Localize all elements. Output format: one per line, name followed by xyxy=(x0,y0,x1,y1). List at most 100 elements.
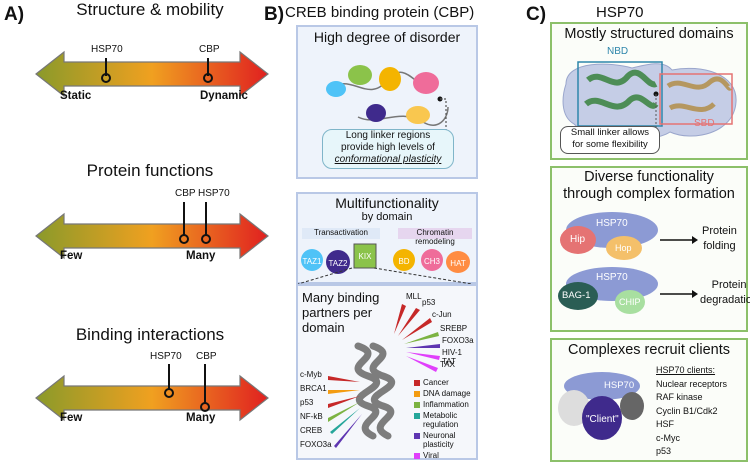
domain-label: TAZ2 xyxy=(328,259,348,268)
client-item: Cyclin B1/Cdk2 xyxy=(656,405,718,416)
client-heading: HSP70 clients: xyxy=(656,365,716,375)
hip-label: Hip xyxy=(570,234,586,245)
legend-label: Cancer xyxy=(423,378,449,387)
partners-title-line: Many binding xyxy=(302,290,380,305)
legend-item: Viral xyxy=(414,451,476,460)
binding-interactions-title: Binding interactions xyxy=(75,325,225,344)
hop-blob xyxy=(606,236,642,260)
note-line: provide high levels of xyxy=(341,142,435,153)
structured-title: Mostly structured domains xyxy=(564,26,734,42)
partner-label: p53 xyxy=(300,398,314,407)
cochaperone-blob xyxy=(558,390,590,426)
double-arrow-shape xyxy=(35,374,269,422)
axis-right-label: Many xyxy=(186,250,216,262)
partners-box: Many binding partners per domain MLL p53… xyxy=(296,284,478,460)
axis-left-label: Static xyxy=(60,90,92,102)
structured-domains-box: Mostly structured domains NBD SBD Small … xyxy=(550,22,748,160)
domain-label: KIX xyxy=(358,252,372,261)
axis-right-label: Dynamic xyxy=(200,90,248,102)
diverse-title-line: Diverse functionality xyxy=(584,169,714,185)
hsp70-label: HSP70 xyxy=(596,272,628,283)
partner-label: c-Myb xyxy=(300,370,322,379)
legend-label: Neuronal plasticity xyxy=(423,431,456,449)
client-item: HSF xyxy=(656,419,674,429)
disorder-box: High degree of disorder Long linker regi… xyxy=(296,25,478,179)
domain-blob xyxy=(379,67,401,91)
marker-label: CBP xyxy=(199,44,220,55)
legend-item: DNA damage xyxy=(414,389,476,398)
note-line: for some flexibility xyxy=(572,139,648,150)
domain-blob xyxy=(366,104,386,122)
domain-label: TAZ1 xyxy=(302,257,322,266)
legend-label: DNA damage xyxy=(423,389,471,398)
panel-b-title: CREB binding protein (CBP) xyxy=(285,4,475,21)
legend-item: Metabolic regulation xyxy=(414,411,476,429)
note-line: conformational plasticity xyxy=(334,154,442,165)
diverse-title: Diverse functionality through complex fo… xyxy=(552,169,746,203)
panel-a-letter: A) xyxy=(4,4,25,25)
clients-title: Complexes recruit clients xyxy=(568,342,730,358)
partners-title-line: domain xyxy=(302,320,345,335)
partner-label: FOXO3a xyxy=(442,336,474,345)
marker-label: HSP70 xyxy=(198,188,230,199)
linker-note: Small linker allows for some flexibility xyxy=(560,126,660,154)
marker-label: CBP xyxy=(175,188,196,199)
kix-partners-illustration xyxy=(328,304,440,448)
legend-swatch xyxy=(414,380,420,386)
hsp70-marker-dot xyxy=(164,388,174,398)
hip-blob xyxy=(560,226,596,254)
panel-c-title: HSP70 xyxy=(596,4,644,21)
hsp70-marker-dot xyxy=(101,73,111,83)
double-arrow-shape xyxy=(35,212,269,260)
protein-functions-title: Protein functions xyxy=(86,161,214,180)
legend-item: Cancer xyxy=(414,378,476,387)
client-item: c-Myc xyxy=(656,432,680,443)
domain-label: HAT xyxy=(450,259,466,268)
protein-functions-arrow xyxy=(35,202,269,260)
partner-label: BRCA1 xyxy=(300,384,327,393)
legend-swatch xyxy=(414,453,420,459)
client-complex-illustration xyxy=(558,372,644,440)
hsp70-marker-dot xyxy=(201,234,211,244)
bag1-label: BAG-1 xyxy=(562,290,591,301)
hsp70-label: HSP70 xyxy=(604,380,635,391)
partner-label: MLL xyxy=(406,292,422,301)
legend-swatch xyxy=(414,402,420,408)
multifunctionality-box: Multifunctionality by domain Transactiva… xyxy=(296,192,478,284)
chip-label: CHIP xyxy=(619,297,641,307)
disorder-title: High degree of disorder xyxy=(313,29,461,45)
legend-swatch xyxy=(414,433,420,439)
transactivation-label: Transactivation xyxy=(302,228,380,239)
cbp-marker-dot xyxy=(203,73,213,83)
folding-label: Protein folding xyxy=(702,224,737,254)
legend-swatch xyxy=(414,413,420,419)
marker-label: HSP70 xyxy=(91,44,123,55)
partners-title: Many binding partners per domain xyxy=(302,290,379,335)
double-arrow-shape xyxy=(35,50,269,98)
degradation-line: degradation xyxy=(700,294,750,306)
partners-title-line: partners per xyxy=(302,305,373,320)
partner-label: SREBP xyxy=(440,324,468,333)
legend-label: Inflammation xyxy=(423,400,469,409)
axis-right-label: Many xyxy=(186,412,216,424)
axis-left-label: Few xyxy=(60,250,83,262)
partner-label: c-Jun xyxy=(432,310,452,319)
client-item: Nuclear receptors xyxy=(656,378,728,389)
chromatin-label: Chromatin remodeling xyxy=(398,228,472,246)
cochaperone-blob xyxy=(620,392,644,420)
legend: Cancer DNA damage Inflammation Metabolic… xyxy=(414,378,476,460)
domain-blob xyxy=(326,81,346,97)
legend-label: Metabolic regulation xyxy=(423,411,459,429)
domain-blob xyxy=(406,106,430,124)
marker-label: CBP xyxy=(196,351,217,362)
bag1-blob xyxy=(558,282,598,310)
client-label: "Client" xyxy=(586,414,619,425)
linker-note: Long linker regions provide high levels … xyxy=(322,129,454,169)
panel-b-letter: B) xyxy=(264,4,285,25)
sbd-box xyxy=(659,73,733,125)
hop-label: Hop xyxy=(615,243,632,253)
disordered-protein-illustration xyxy=(326,65,449,133)
domain-label: BD xyxy=(398,257,410,266)
sbd-label: SBD xyxy=(694,118,715,129)
